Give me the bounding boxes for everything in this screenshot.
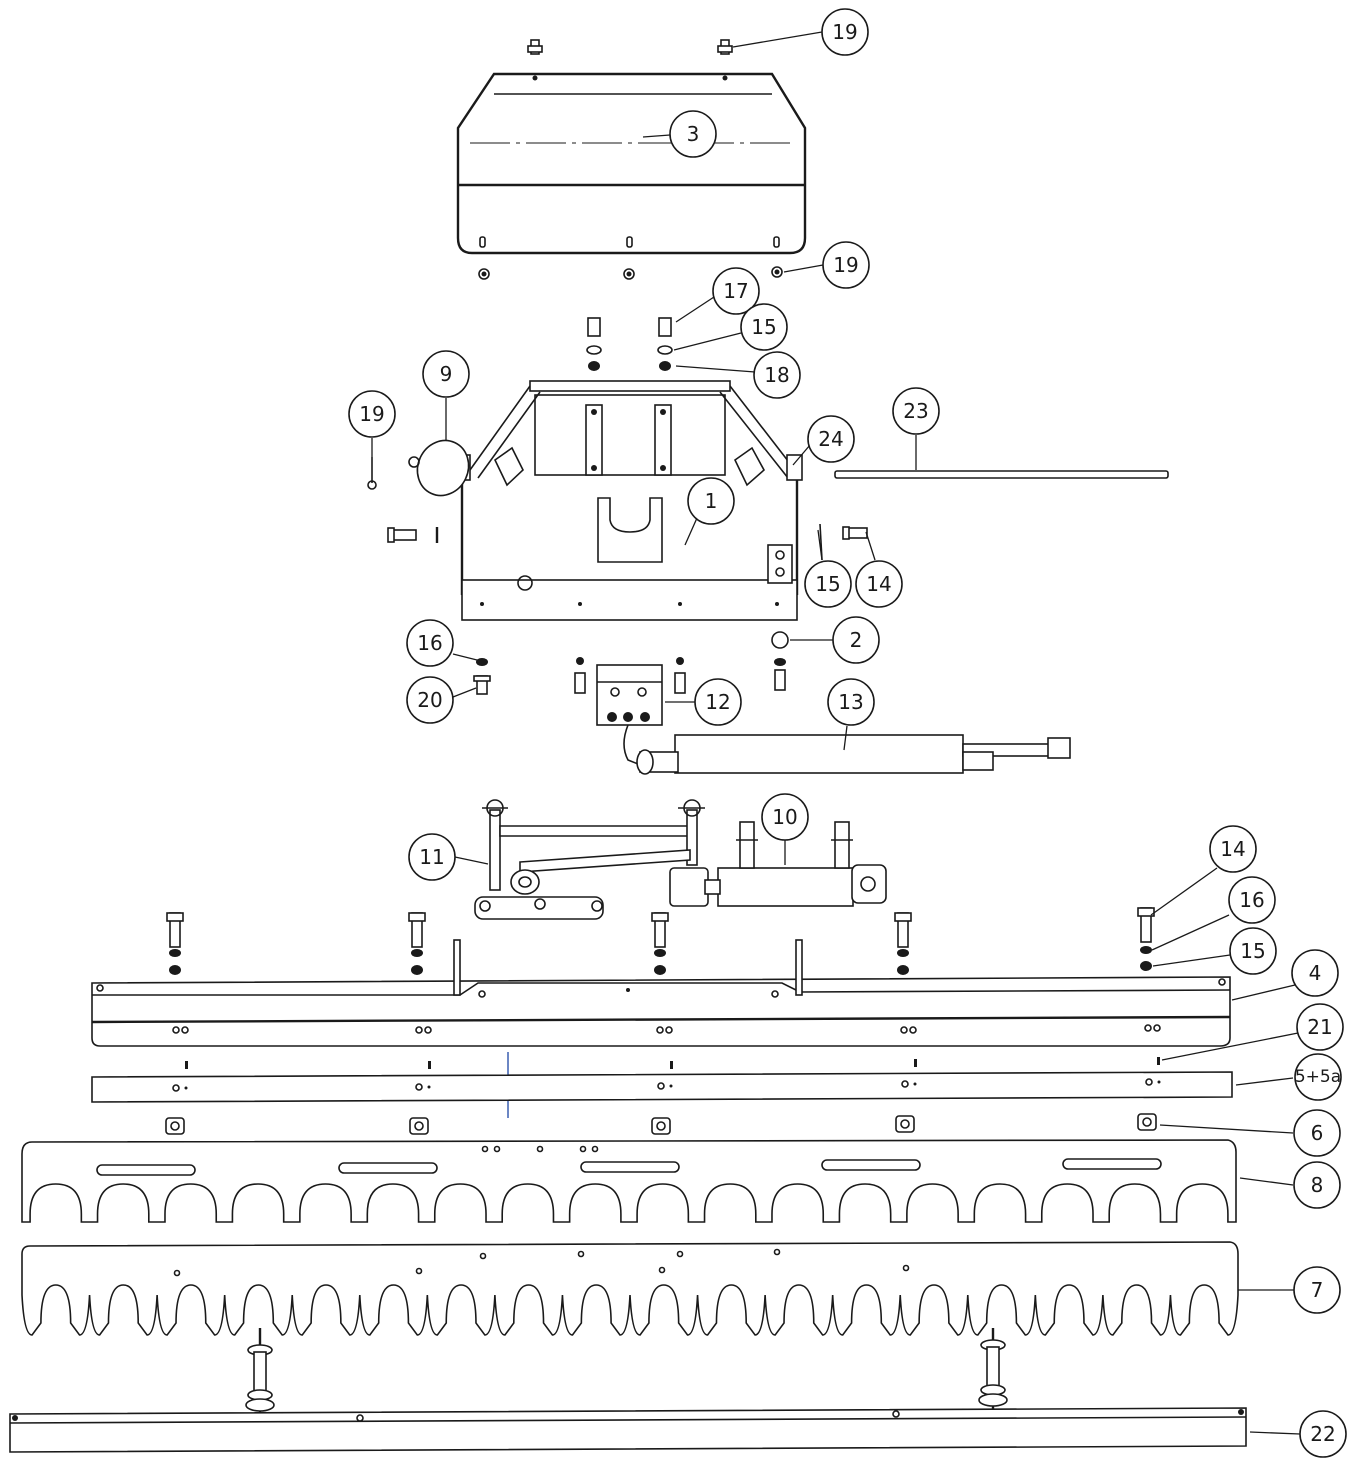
callout-17: 17 (712, 267, 760, 315)
callout-6: 6 (1293, 1109, 1341, 1157)
callout-9: 9 (422, 350, 470, 398)
callout-14-mid: 14 (855, 560, 903, 608)
svg-text:9: 9 (440, 362, 453, 386)
main-beam (91, 939, 1231, 1047)
callout-16-right: 16 (1228, 876, 1276, 924)
pin-left (387, 527, 439, 543)
hydraulic-cylinder (636, 734, 1071, 775)
callout-12: 12 (694, 678, 742, 726)
svg-text:8: 8 (1311, 1173, 1324, 1197)
beam-bolts (166, 907, 1155, 975)
callout-16-left: 16 (406, 619, 454, 667)
svg-text:15: 15 (815, 572, 840, 596)
bottom-bar (9, 1407, 1247, 1453)
inspection-cover (408, 439, 470, 497)
frame-lower-fasteners (473, 631, 789, 695)
callout-14-right: 14 (1209, 825, 1257, 873)
svg-text:7: 7 (1311, 1278, 1324, 1302)
svg-text:6: 6 (1311, 1121, 1324, 1145)
svg-text:1: 1 (705, 489, 718, 513)
svg-text:11: 11 (419, 845, 444, 869)
callout-4: 4 (1291, 949, 1339, 997)
small-cylinder (669, 821, 887, 907)
svg-text:21: 21 (1307, 1015, 1332, 1039)
linkage-arm (474, 799, 705, 920)
svg-text:14: 14 (1220, 837, 1245, 861)
svg-text:5+5a: 5+5a (1295, 1067, 1341, 1087)
svg-text:19: 19 (832, 20, 857, 44)
callout-7: 7 (1293, 1266, 1341, 1314)
svg-text:10: 10 (772, 805, 797, 829)
frame-bolt-stack-right (657, 317, 673, 371)
svg-text:18: 18 (764, 363, 789, 387)
callout-24: 24 (807, 415, 855, 463)
callout-19-top: 19 (821, 8, 869, 56)
callout-22: 22 (1299, 1410, 1347, 1458)
spacer-assemblies (245, 1328, 1008, 1415)
svg-text:15: 15 (1240, 939, 1265, 963)
callout-19-mid: 19 (822, 241, 870, 289)
callout-5-5a: 5+5a (1294, 1053, 1342, 1101)
callout-10: 10 (761, 793, 809, 841)
svg-text:16: 16 (417, 631, 442, 655)
pin-right (819, 523, 868, 561)
svg-text:13: 13 (838, 690, 863, 714)
svg-text:4: 4 (1309, 961, 1322, 985)
svg-text:23: 23 (903, 399, 928, 423)
svg-text:12: 12 (705, 690, 730, 714)
strip (91, 1071, 1233, 1103)
square-nuts (165, 1113, 1157, 1135)
svg-text:19: 19 (359, 402, 384, 426)
cover-nuts (478, 266, 783, 280)
callout-20: 20 (406, 676, 454, 724)
cover-plate (456, 72, 807, 255)
callout-1: 1 (687, 477, 735, 525)
cover-top-bolt-right (717, 39, 733, 55)
leader-lines (371, 31, 1301, 1435)
svg-text:22: 22 (1310, 1422, 1335, 1446)
counter-blade (21, 1241, 1239, 1336)
svg-text:24: 24 (818, 427, 843, 451)
small-screw (367, 457, 377, 490)
svg-text:20: 20 (417, 688, 442, 712)
svg-text:16: 16 (1239, 888, 1264, 912)
frame-bracket (454, 380, 803, 621)
frame-bolt-stack-left (586, 317, 602, 371)
valve-block (574, 657, 686, 769)
callout-15-top: 15 (740, 303, 788, 351)
callout-11: 11 (408, 833, 456, 881)
callout-18: 18 (753, 351, 801, 399)
svg-text:14: 14 (866, 572, 891, 596)
svg-text:17: 17 (723, 279, 748, 303)
callout-15-mid: 15 (804, 560, 852, 608)
callout-3: 3 (669, 110, 717, 158)
svg-text:3: 3 (687, 122, 700, 146)
callout-8: 8 (1293, 1161, 1341, 1209)
callout-23: 23 (892, 387, 940, 435)
rod (834, 470, 1169, 479)
svg-text:2: 2 (850, 628, 863, 652)
callout-21: 21 (1296, 1003, 1344, 1051)
knife-blade (21, 1139, 1237, 1223)
svg-text:15: 15 (751, 315, 776, 339)
cover-top-bolt-left (527, 39, 543, 55)
callout-15-right: 15 (1229, 927, 1277, 975)
svg-text:19: 19 (833, 253, 858, 277)
callout-19-left: 19 (348, 390, 396, 438)
pins-row (185, 1057, 1160, 1069)
callout-2: 2 (832, 616, 880, 664)
callout-13: 13 (827, 678, 875, 726)
